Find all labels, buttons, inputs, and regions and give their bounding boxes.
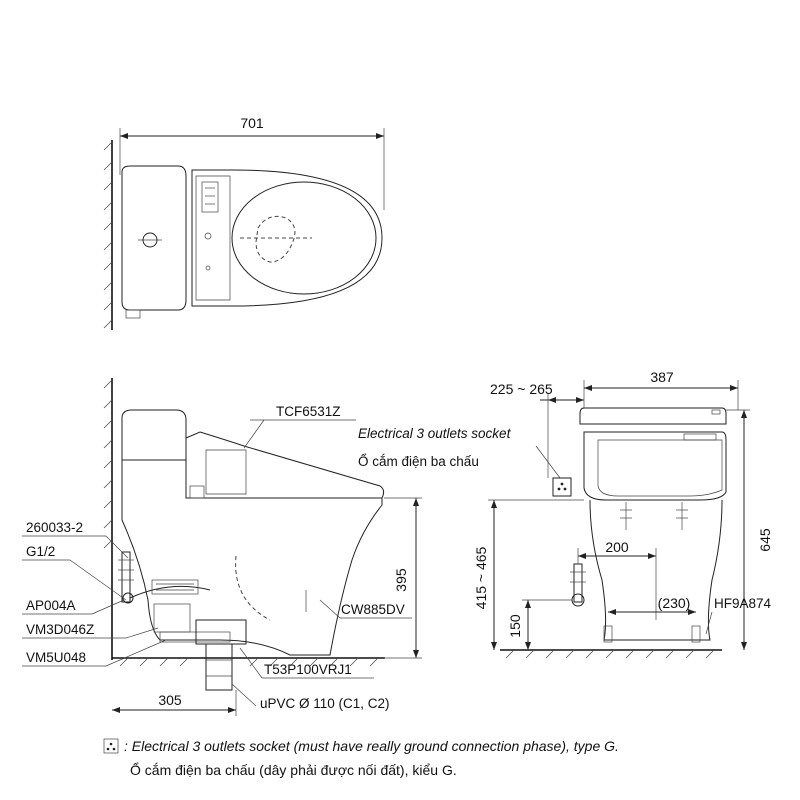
- front-bowl: [589, 499, 723, 641]
- part-vm5u048-label: VM5U048: [26, 650, 86, 665]
- part-ap004a-label: AP004A: [26, 598, 76, 613]
- front-floor-hatch: [505, 649, 715, 659]
- top-view: 701: [103, 115, 385, 330]
- supply-pipe: [121, 551, 131, 603]
- tank-foot: [125, 309, 141, 319]
- footnote-line-2: Ổ cắm điện ba chấu (dây phải được nối đấ…: [130, 761, 457, 778]
- dim-225-265-label: 225 ~ 265: [490, 381, 553, 397]
- control-buttons: [201, 181, 219, 213]
- socket-label-vi: Ổ cắm điện ba chấu: [358, 454, 479, 469]
- side-body: [121, 459, 383, 656]
- flush-mechanism: [151, 579, 199, 595]
- supply-hose: [129, 585, 211, 599]
- dim-645-label: 645: [757, 528, 773, 552]
- dim-387-label: 387: [650, 369, 674, 385]
- part-vm3d046z-label: VM3D046Z: [26, 622, 94, 637]
- front-view: 225 ~ 265 387 645 415 ~ 465 150 200: [473, 369, 773, 659]
- dim-395-label: 395: [393, 568, 409, 592]
- tank-outline: [121, 165, 187, 311]
- socket-callout: Electrical 3 outlets socket Ổ cắm điện b…: [358, 426, 572, 497]
- side-seat: [185, 431, 385, 499]
- control-panel-outline: [195, 175, 231, 301]
- seat-outline: [191, 169, 383, 307]
- dim-200-label: 200: [605, 539, 629, 555]
- inlet-size-label: G1/2: [26, 544, 55, 559]
- bowl-model-label: CW885DV: [341, 602, 405, 617]
- dim-230-label: (230): [658, 595, 691, 611]
- flush-valve: [153, 603, 191, 633]
- socket-icon: [552, 477, 572, 497]
- front-control-strip: [683, 433, 717, 441]
- side-view: 305 395 TCF6531Z CW885DV 260033-2 G1/2 A…: [22, 378, 422, 716]
- dim-150-label: 150: [507, 614, 523, 638]
- part-t53p100vrj1-label: T53P100VRJ1: [264, 662, 352, 677]
- side-floor-hatch: [119, 657, 379, 667]
- seat-model-label: TCF6531Z: [276, 404, 341, 419]
- floor-flange: [159, 631, 231, 643]
- footnote-line-1: : Electrical 3 outlets socket (must have…: [124, 738, 619, 754]
- front-tank-top: [579, 407, 727, 425]
- wall-hatch: [103, 141, 113, 329]
- socket-label-en: Electrical 3 outlets socket: [358, 426, 512, 441]
- socket-symbol-icon: [103, 738, 119, 754]
- bowl-opening: [255, 215, 296, 263]
- side-wall-hatch: [103, 379, 113, 549]
- side-tank: [121, 409, 187, 461]
- front-supply-pipe: [573, 563, 583, 603]
- side-seat-connector: [189, 485, 205, 499]
- part-260033-label: 260033-2: [26, 520, 83, 535]
- front-seat: [583, 431, 727, 501]
- dim-305-label: 305: [158, 692, 182, 708]
- side-trapway: [235, 555, 271, 621]
- dim-701-label: 701: [240, 115, 264, 131]
- lid-outline: [231, 181, 377, 295]
- drain-pipe: [205, 643, 233, 691]
- dim-415-465-label: 415 ~ 465: [473, 546, 489, 609]
- pipe-label: uPVC Ø 110 (C1, C2): [260, 696, 390, 711]
- part-hf9a874-label: HF9A874: [714, 596, 772, 611]
- footnote: : Electrical 3 outlets socket (must have…: [103, 738, 619, 778]
